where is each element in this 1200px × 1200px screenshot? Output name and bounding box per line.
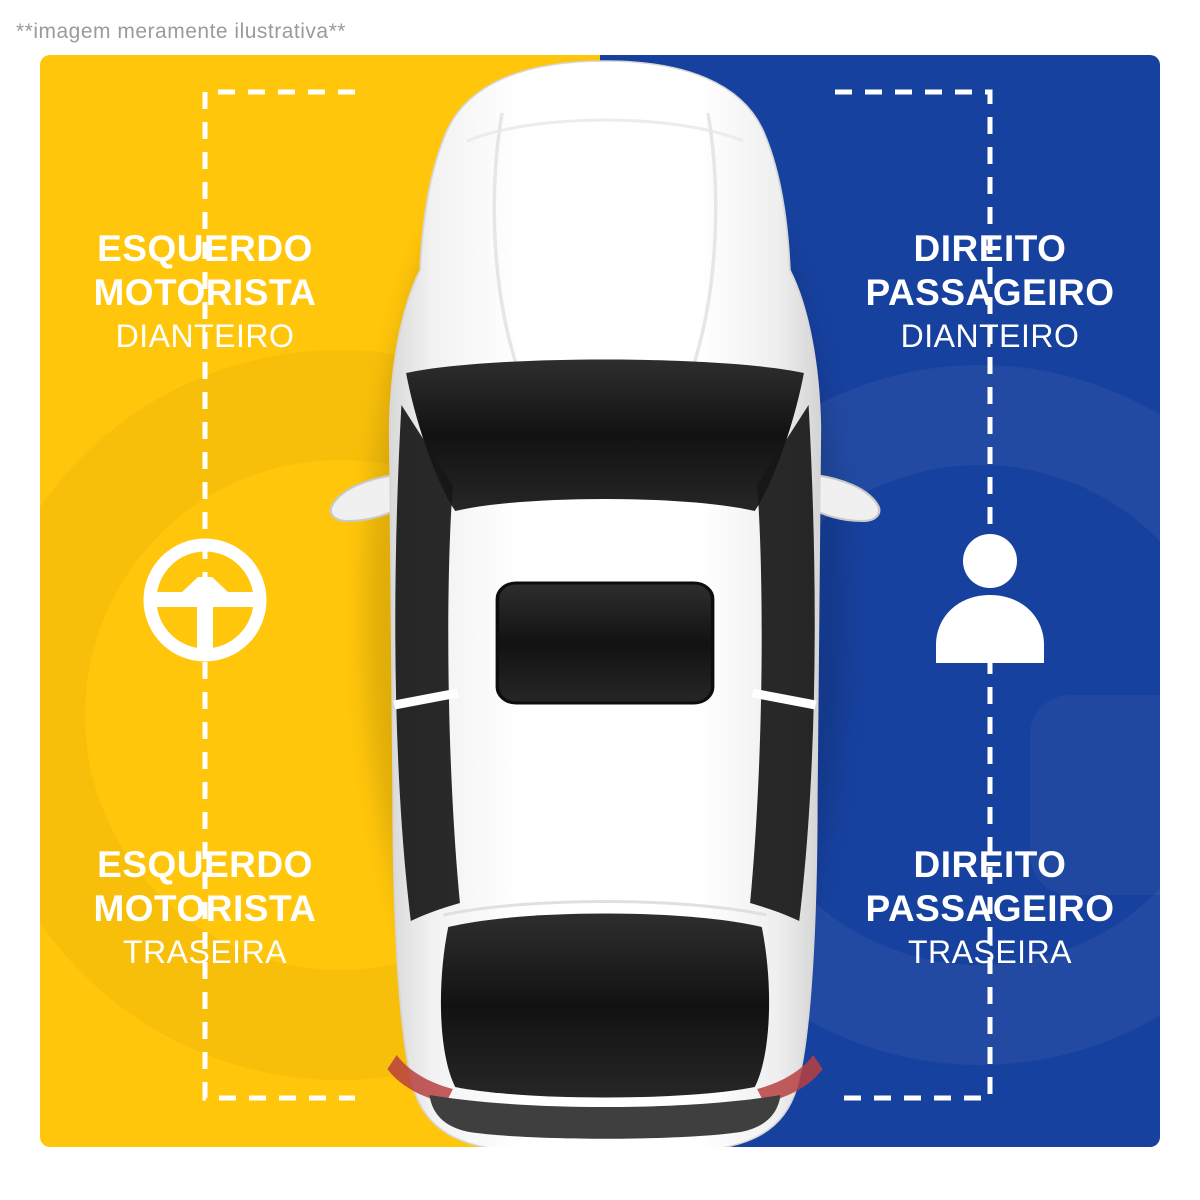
- label-line-bold: DIREITO: [913, 844, 1067, 885]
- rear-window-glass: [440, 913, 770, 1098]
- hood-line: [466, 118, 744, 143]
- diagram-panel: ESQUERDO MOTORISTA DIANTEIRO ESQUERDO MO…: [40, 55, 1160, 1147]
- left-side-windows: [395, 405, 460, 921]
- label-line-bold: DIREITO: [913, 228, 1067, 269]
- hood-crease-right: [689, 112, 718, 372]
- car-top-view-svg: [329, 60, 881, 1147]
- label-right-rear: DIREITO PASSAGEIRO TRASEIRA: [825, 843, 1155, 973]
- disclaimer-text: **imagem meramente ilustrativa**: [16, 20, 346, 43]
- label-left-front: ESQUERDO MOTORISTA DIANTEIRO: [40, 227, 370, 357]
- label-line-regular: TRASEIRA: [907, 934, 1073, 970]
- rear-bumper: [429, 1095, 781, 1139]
- label-line-bold: ESQUERDO: [97, 844, 313, 885]
- trunk-line: [443, 900, 767, 917]
- right-side-windows: [750, 405, 815, 921]
- label-line-bold: ESQUERDO: [97, 228, 313, 269]
- steering-wheel-icon: [143, 538, 267, 662]
- label-line-regular: TRASEIRA: [122, 934, 288, 970]
- sunroof-glass: [495, 581, 715, 705]
- label-line-regular: DIANTEIRO: [115, 318, 295, 354]
- hood-crease-left: [492, 112, 521, 372]
- label-left-rear: ESQUERDO MOTORISTA TRASEIRA: [40, 843, 370, 973]
- label-line-bold: MOTORISTA: [93, 272, 317, 313]
- label-line-bold: PASSAGEIRO: [865, 888, 1115, 929]
- label-right-front: DIREITO PASSAGEIRO DIANTEIRO: [825, 227, 1155, 357]
- label-line-regular: DIANTEIRO: [900, 318, 1080, 354]
- left-taillight: [387, 1055, 453, 1103]
- right-taillight: [757, 1055, 823, 1103]
- windshield-glass: [406, 359, 804, 511]
- person-icon: [936, 534, 1044, 663]
- right-b-pillar: [751, 688, 817, 710]
- left-b-pillar: [393, 688, 459, 710]
- label-line-bold: MOTORISTA: [93, 888, 317, 929]
- car-top-view: [325, 55, 885, 1147]
- label-line-bold: PASSAGEIRO: [865, 272, 1115, 313]
